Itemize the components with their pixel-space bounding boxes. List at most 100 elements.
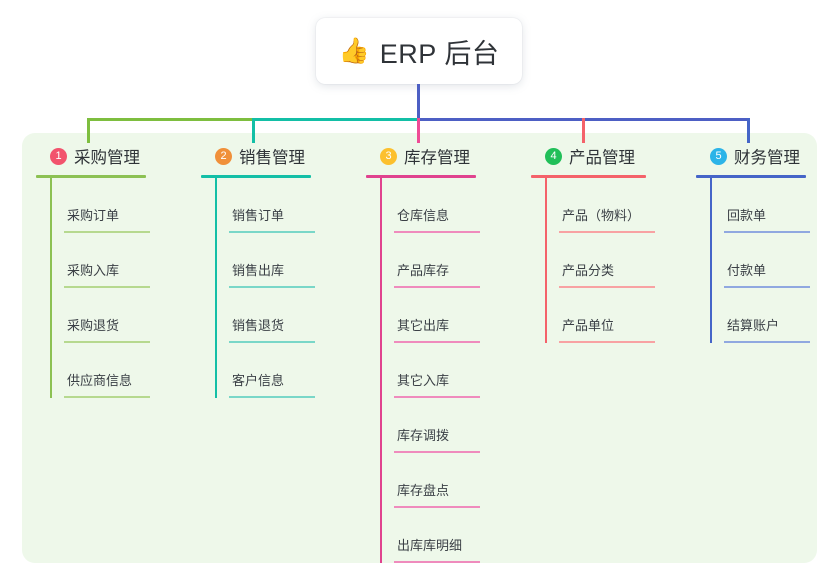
bar-segment-teal	[252, 118, 417, 121]
branch-item[interactable]: 结算账户	[710, 288, 839, 343]
branch-spine	[710, 178, 712, 343]
branch-header-1[interactable]: 1 采购管理	[36, 143, 186, 169]
branch-item-rule	[229, 341, 315, 343]
branch-title: 采购管理	[74, 149, 140, 167]
branch-item[interactable]: 采购退货	[50, 288, 186, 343]
branch-item[interactable]: 采购订单	[50, 178, 186, 233]
branch-column-2[interactable]: 2 销售管理销售订单销售出库销售退货客户信息	[201, 143, 351, 398]
branch-item-label: 仓库信息	[397, 208, 450, 223]
branch-spine	[545, 178, 547, 343]
branch-item-rule	[229, 286, 315, 288]
branch-item[interactable]: 产品单位	[545, 288, 681, 343]
bar-segment-green	[87, 118, 252, 121]
branch-item[interactable]: 其它出库	[380, 288, 516, 343]
branch-item-label: 产品分类	[562, 263, 615, 278]
branch-item[interactable]: 客户信息	[215, 343, 351, 398]
branch-item-rule	[394, 506, 480, 508]
branch-item[interactable]: 库存盘点	[380, 453, 516, 508]
branch-spine	[215, 178, 217, 398]
root-title: ERP 后台	[379, 38, 500, 69]
branch-header-rule	[696, 175, 806, 178]
branch-item-rule	[394, 396, 480, 398]
branch-header-3[interactable]: 3 库存管理	[366, 143, 516, 169]
diagram-panel	[22, 133, 817, 563]
branch-item[interactable]: 库存调拨	[380, 398, 516, 453]
thumbs-up-icon: 👍	[338, 36, 370, 65]
branch-header-rule	[366, 175, 476, 178]
branch-items: 销售订单销售出库销售退货客户信息	[201, 178, 351, 398]
branch-item-rule	[394, 451, 480, 453]
branch-item[interactable]: 其它入库	[380, 343, 516, 398]
branch-stem-2	[252, 118, 255, 143]
branch-number-badge: 2	[215, 147, 232, 165]
branch-item-rule	[559, 231, 655, 233]
branch-item[interactable]: 产品（物料）	[545, 178, 681, 233]
branch-item-label: 回款单	[727, 208, 767, 223]
branch-header-5[interactable]: 5 财务管理	[696, 143, 839, 169]
branch-item-rule	[559, 286, 655, 288]
branch-number-badge: 5	[710, 147, 727, 165]
branch-item-label: 结算账户	[727, 318, 780, 333]
branch-title: 销售管理	[239, 149, 305, 167]
branch-stem-5	[747, 118, 750, 143]
branch-items: 回款单付款单结算账户	[696, 178, 839, 343]
branch-item[interactable]: 仓库信息	[380, 178, 516, 233]
branch-title: 产品管理	[569, 149, 635, 167]
branch-item-rule	[64, 341, 150, 343]
branch-item[interactable]: 销售出库	[215, 233, 351, 288]
branch-header-2[interactable]: 2 销售管理	[201, 143, 351, 169]
branch-item-label: 客户信息	[232, 373, 285, 388]
branch-item-label: 出库库明细	[397, 538, 463, 553]
branch-item[interactable]: 回款单	[710, 178, 839, 233]
branch-item-label: 其它入库	[397, 373, 450, 388]
branch-column-5[interactable]: 5 财务管理回款单付款单结算账户	[696, 143, 839, 343]
branch-title: 库存管理	[404, 149, 470, 167]
branch-spine	[50, 178, 52, 398]
branch-item[interactable]: 采购入库	[50, 233, 186, 288]
branch-item[interactable]: 销售订单	[215, 178, 351, 233]
branch-item-rule	[229, 396, 315, 398]
branch-item-rule	[724, 231, 810, 233]
branch-item-rule	[559, 341, 655, 343]
branch-item-label: 供应商信息	[67, 373, 133, 388]
branch-header-rule	[36, 175, 146, 178]
branch-stem-4	[582, 118, 585, 143]
branch-item[interactable]: 供应商信息	[50, 343, 186, 398]
branch-column-1[interactable]: 1 采购管理采购订单采购入库采购退货供应商信息	[36, 143, 186, 398]
branch-item-rule	[724, 286, 810, 288]
branch-item-label: 采购退货	[67, 318, 120, 333]
root-node[interactable]: 👍 ERP 后台	[316, 18, 522, 84]
branch-items: 仓库信息产品库存其它出库其它入库库存调拨库存盘点出库库明细	[366, 178, 516, 563]
branch-item-label: 产品（物料）	[562, 208, 641, 223]
branch-item-label: 采购入库	[67, 263, 120, 278]
branch-item[interactable]: 出库库明细	[380, 508, 516, 563]
branch-item-label: 产品库存	[397, 263, 450, 278]
branch-items: 产品（物料） 产品分类产品单位	[531, 178, 681, 343]
branch-item-rule	[64, 231, 150, 233]
branch-item[interactable]: 产品库存	[380, 233, 516, 288]
trunk-connector	[417, 84, 420, 121]
branch-title: 财务管理	[734, 149, 800, 167]
branch-item[interactable]: 产品分类	[545, 233, 681, 288]
branch-item-rule	[64, 396, 150, 398]
branch-item-label: 产品单位	[562, 318, 615, 333]
branch-item-label: 销售出库	[232, 263, 285, 278]
branch-item-label: 销售订单	[232, 208, 285, 223]
branch-item-rule	[394, 286, 480, 288]
branch-column-3[interactable]: 3 库存管理仓库信息产品库存其它出库其它入库库存调拨库存盘点出库库明细	[366, 143, 516, 563]
branch-item[interactable]: 销售退货	[215, 288, 351, 343]
branch-number-badge: 1	[50, 147, 67, 165]
branch-header-rule	[201, 175, 311, 178]
branch-item-label: 库存调拨	[397, 428, 450, 443]
branch-item-label: 库存盘点	[397, 483, 450, 498]
branch-item[interactable]: 付款单	[710, 233, 839, 288]
branch-item-label: 采购订单	[67, 208, 120, 223]
branch-item-rule	[394, 231, 480, 233]
branch-stem-3	[417, 118, 420, 143]
branch-item-rule	[724, 341, 810, 343]
branch-item-rule	[394, 561, 480, 563]
branch-number-badge: 3	[380, 147, 397, 165]
